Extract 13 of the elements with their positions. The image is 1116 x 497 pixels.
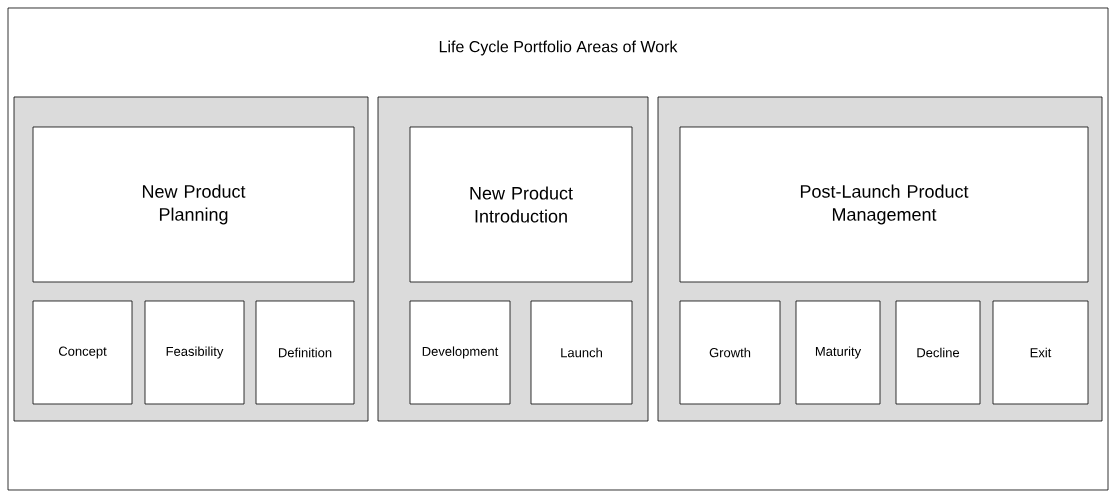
stage-box: Exit: [992, 300, 1089, 405]
stage-box: Growth: [679, 300, 781, 405]
process-box: New Product Planning: [32, 126, 355, 283]
stage-box: Development: [409, 300, 511, 405]
stage-box: Concept: [32, 300, 133, 405]
stage-box: Maturity: [795, 300, 881, 405]
process-box: Post-Launch Product Management: [679, 126, 1089, 283]
stage-box: Definition: [255, 300, 355, 405]
title: Life Cycle Portfolio Areas of Work: [439, 40, 678, 56]
stage-box: Decline: [895, 300, 981, 405]
stage-box: Launch: [530, 300, 633, 405]
stage-box: Feasibility: [144, 300, 245, 405]
process-box: New Product Introduction: [409, 126, 633, 283]
